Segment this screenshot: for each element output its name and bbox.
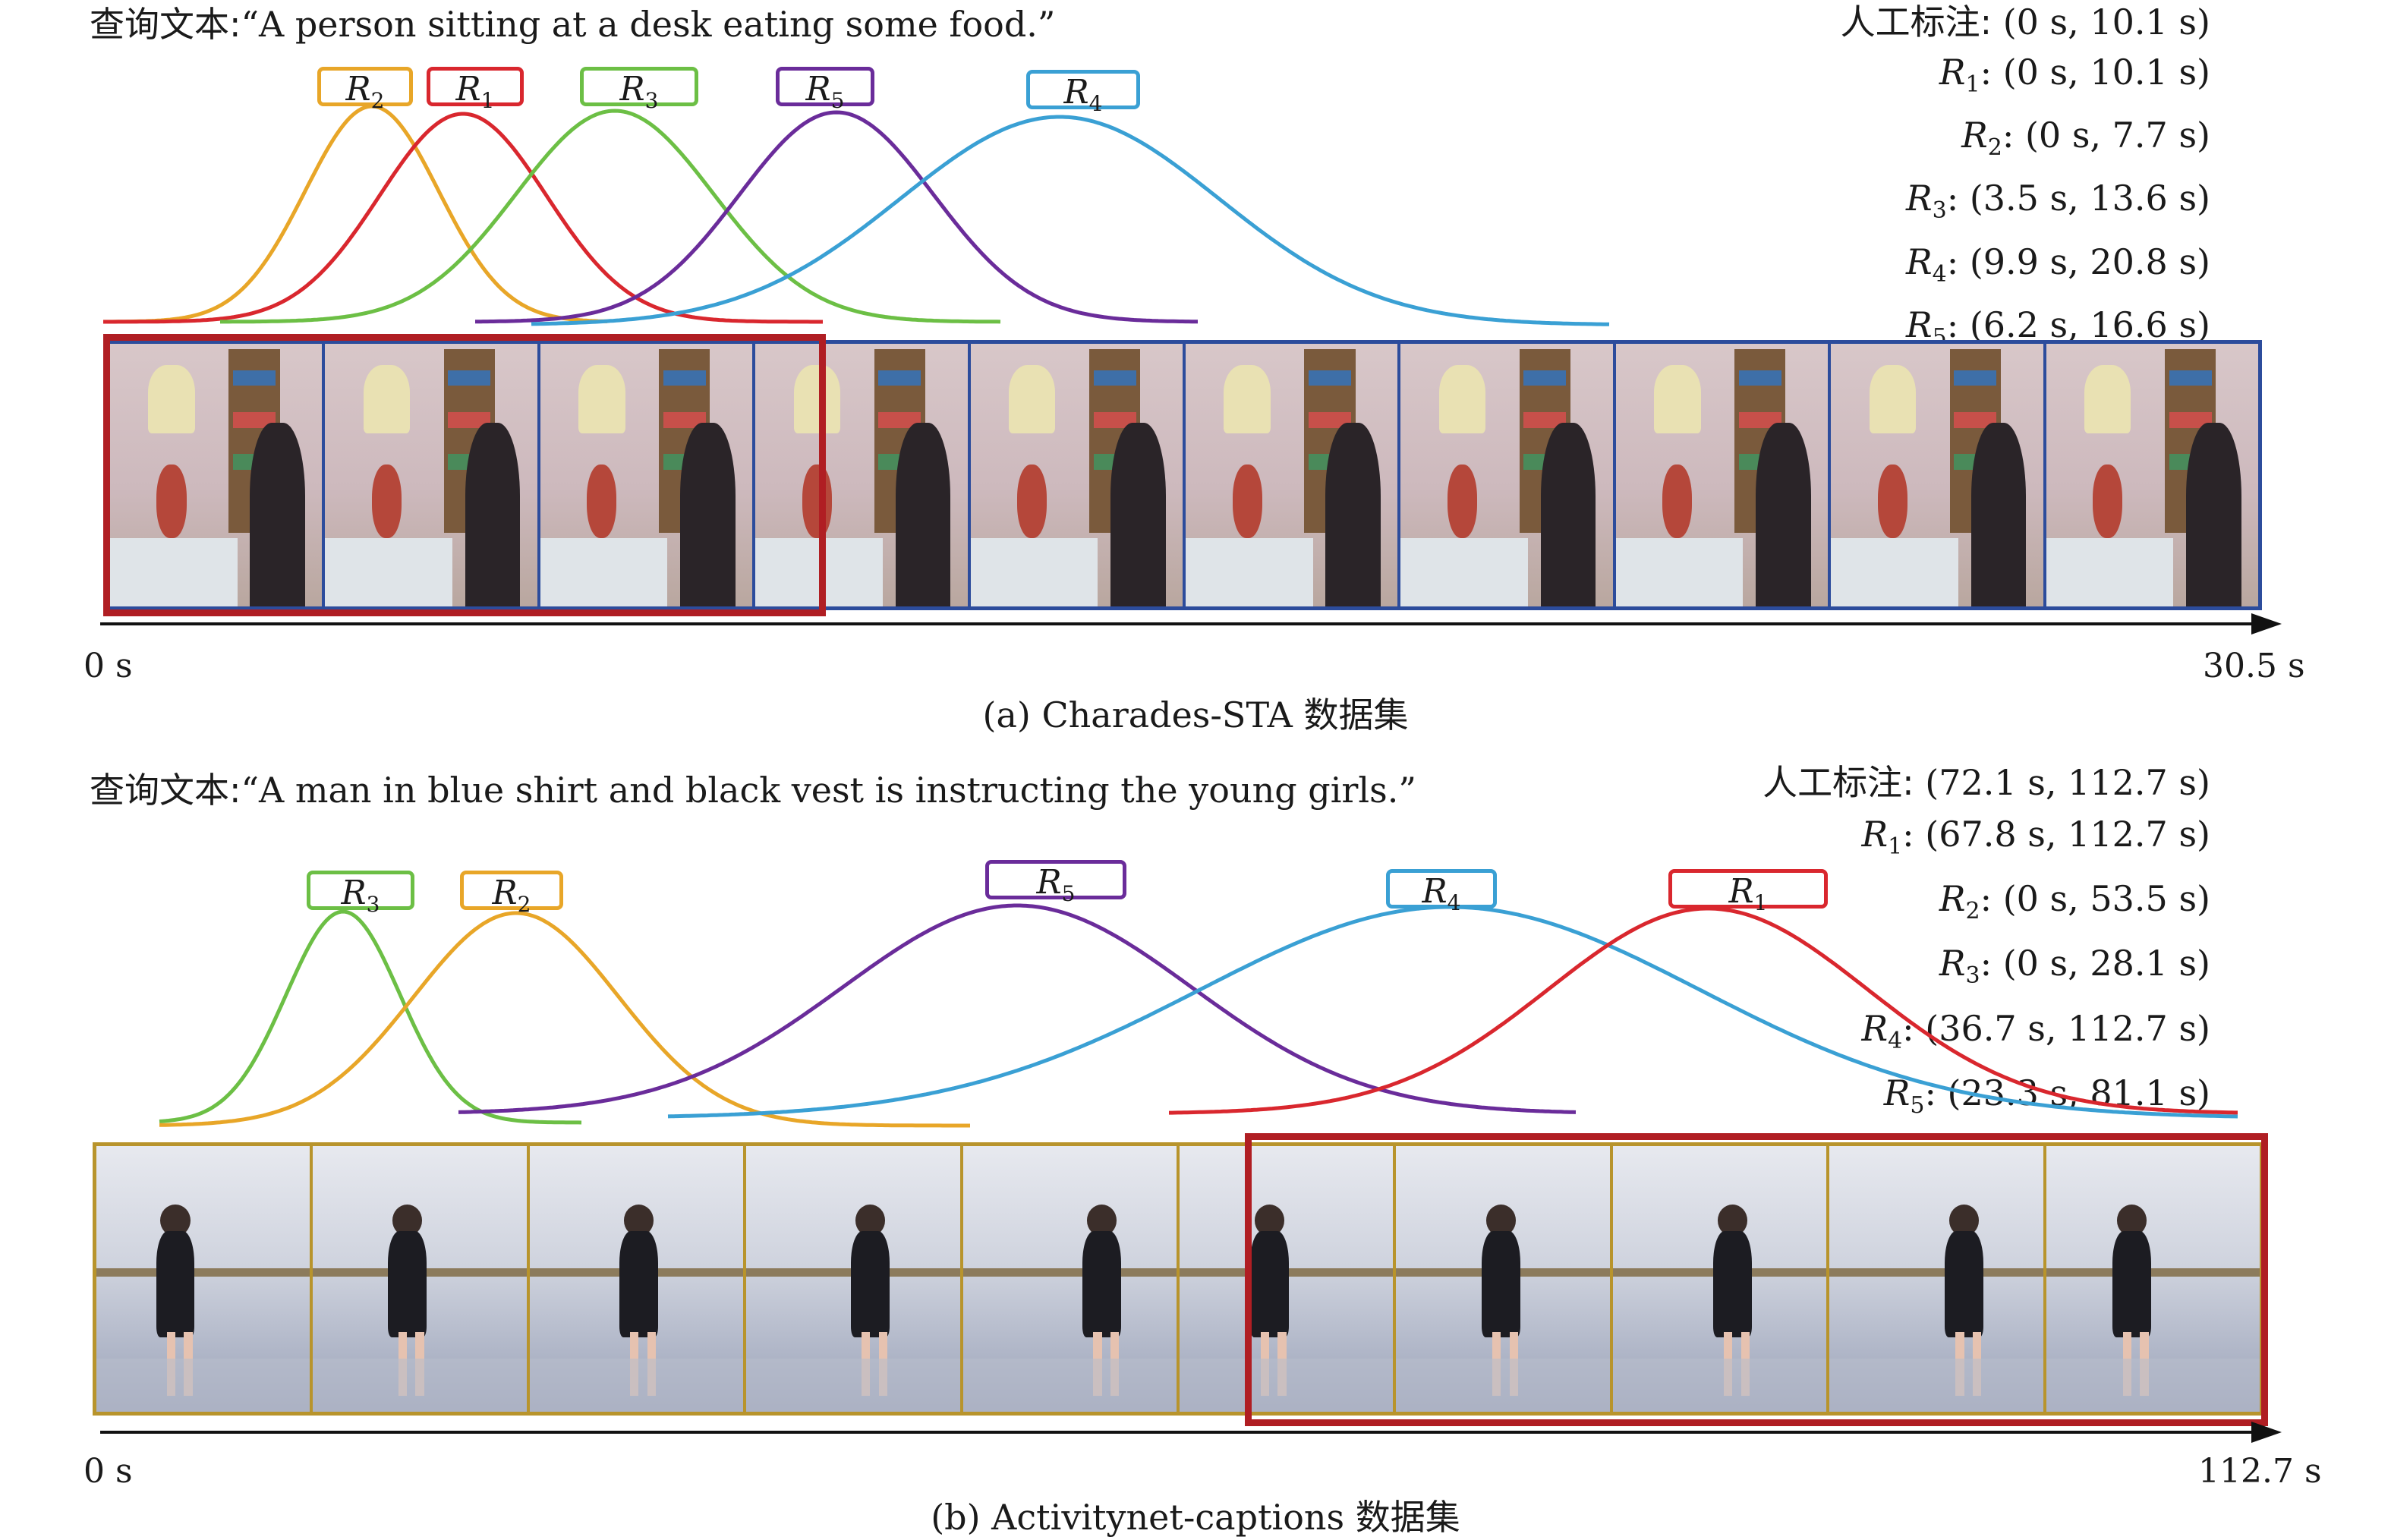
query-label: 查询文本: <box>90 4 241 45</box>
query-label: 查询文本: <box>90 770 241 811</box>
curve-r2 <box>103 104 608 324</box>
proposal-curves-b <box>159 903 2238 1128</box>
video-frame <box>110 344 326 606</box>
annotation-r4: R4: (36.7 s, 112.7 s) <box>1861 1007 2210 1054</box>
tag-r1: R1 <box>1668 869 1828 915</box>
time-axis-b <box>100 1431 2256 1434</box>
annotation-list-a: 人工标注: (0 s, 10.1 s) R1: (0 s, 10.1 s) R2… <box>1841 0 2210 363</box>
tag-r5: R5 <box>985 860 1126 906</box>
annotation-r2: R2: (0 s, 7.7 s) <box>1961 115 2210 162</box>
annotation-r1: R1: (67.8 s, 112.7 s) <box>1861 814 2210 861</box>
ground-truth-label: 人工标注: <box>1840 2 2003 43</box>
tag-r5: R5 <box>776 67 874 113</box>
video-frame <box>1615 344 1832 606</box>
curve-r1 <box>103 112 823 324</box>
tag-r4: R4 <box>1386 869 1497 915</box>
annotation-r2: R2: (0 s, 53.5 s) <box>1939 878 2210 925</box>
curve-r3 <box>159 909 582 1125</box>
video-frame <box>1180 1146 1397 1412</box>
query-sentence: “A man in blue shirt and black vest is i… <box>241 770 1416 811</box>
tag-r3: R3 <box>580 67 698 113</box>
video-frame <box>1186 344 1401 606</box>
ground-truth-value: (72.1 s, 112.7 s) <box>1925 762 2210 803</box>
video-frame <box>529 1146 747 1412</box>
query-text-b: 查询文本:“A man in blue shirt and black vest… <box>90 763 1416 813</box>
tag-r2: R2 <box>460 871 563 917</box>
annotation-list-b: 人工标注: (72.1 s, 112.7 s) R1: (67.8 s, 112… <box>1763 757 2210 1132</box>
curve-r3 <box>220 109 1001 324</box>
axis-end-label-a: 30.5 s <box>2203 647 2305 685</box>
annotation-r3: R3: (0 s, 28.1 s) <box>1939 943 2210 990</box>
ground-truth-row: 人工标注: (0 s, 10.1 s) <box>1841 0 2210 47</box>
video-frames-a <box>106 340 2262 610</box>
ground-truth-label: 人工标注: <box>1763 762 1926 803</box>
tag-r2: R2 <box>317 67 413 113</box>
panel-charades-sta: 查询文本:“A person sitting at a desk eating … <box>0 0 2391 740</box>
curve-r5 <box>475 110 1198 324</box>
video-frame <box>746 1146 963 1412</box>
video-frame <box>755 344 971 606</box>
tag-r1: R1 <box>427 67 524 113</box>
video-frame <box>1400 344 1616 606</box>
curve-r4 <box>531 115 1610 326</box>
video-frame <box>1396 1146 1613 1412</box>
video-frame <box>96 1146 313 1412</box>
axis-end-label-b: 112.7 s <box>2198 1452 2322 1491</box>
video-frame <box>1831 344 2046 606</box>
video-frame <box>1829 1146 2046 1412</box>
curve-r1 <box>1169 906 2238 1115</box>
video-frame <box>325 344 540 606</box>
caption-b: (b) Activitynet-captions 数据集 <box>931 1497 1460 1538</box>
video-frame <box>313 1146 530 1412</box>
video-frame <box>2046 1146 2260 1412</box>
video-frame <box>540 344 756 606</box>
tag-r4: R4 <box>1026 70 1140 116</box>
axis-start-label-a: 0 s <box>83 647 133 685</box>
annotation-r3: R3: (3.5 s, 13.6 s) <box>1905 178 2210 225</box>
tag-r3: R3 <box>307 871 414 917</box>
proposal-curves-a <box>103 104 1610 326</box>
curve-r5 <box>458 903 1577 1114</box>
video-frame <box>2046 344 2259 606</box>
ground-truth-row: 人工标注: (72.1 s, 112.7 s) <box>1763 757 2210 808</box>
query-sentence: “A person sitting at a desk eating some … <box>241 4 1056 45</box>
query-text-a: 查询文本:“A person sitting at a desk eating … <box>90 0 1055 47</box>
video-frame <box>1612 1146 1830 1412</box>
axis-start-label-b: 0 s <box>83 1452 133 1491</box>
panel-activitynet-captions: 查询文本:“A man in blue shirt and black vest… <box>0 762 2391 1538</box>
annotation-r4: R4: (9.9 s, 20.8 s) <box>1905 241 2210 288</box>
video-frame <box>962 1146 1180 1412</box>
annotation-r1: R1: (0 s, 10.1 s) <box>1939 52 2210 99</box>
curve-r4 <box>667 905 2238 1119</box>
axis-arrow-a <box>2251 613 2282 635</box>
curve-r2 <box>159 911 970 1128</box>
time-axis-a <box>100 622 2256 625</box>
caption-a: (a) Charades-STA 数据集 <box>982 694 1409 735</box>
video-frames-b <box>93 1142 2263 1416</box>
video-frame <box>970 344 1186 606</box>
axis-arrow-b <box>2251 1422 2282 1443</box>
ground-truth-value: (0 s, 10.1 s) <box>2002 2 2210 43</box>
